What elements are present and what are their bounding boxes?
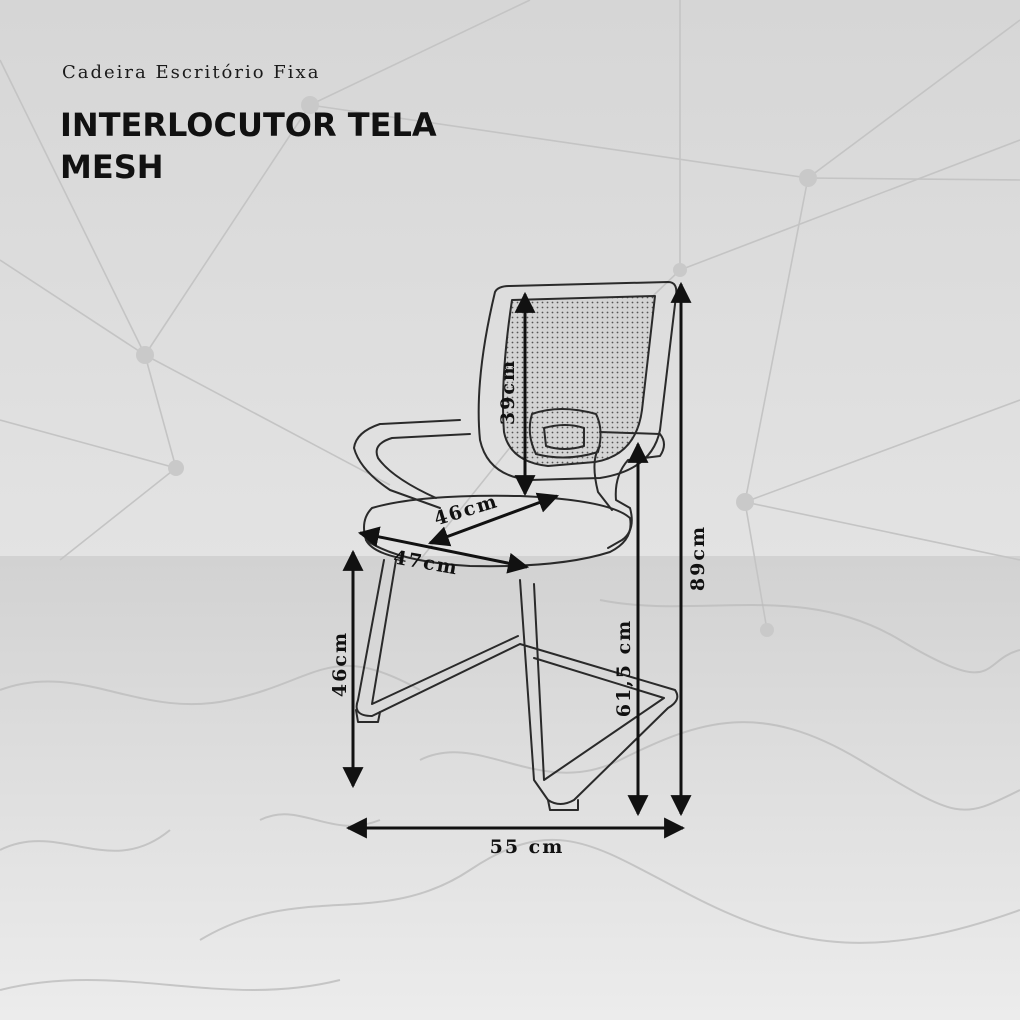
backrest-frame (477, 281, 678, 481)
product-title: INTERLOCUTOR TELA MESH (60, 104, 480, 188)
network-lines (0, 0, 1020, 631)
product-subtitle: Cadeira Escritório Fixa (62, 62, 321, 83)
total-width-label: 55 cm (490, 836, 565, 858)
total-height-label: 89cm (687, 525, 709, 591)
seat-width-arrow (357, 526, 530, 574)
backrest-height-label: 39cm (497, 359, 519, 425)
left-armrest (353, 419, 461, 509)
dimension-arrows (342, 281, 692, 839)
product-title-line-2: MESH (60, 148, 164, 186)
armrest-height-label: 61,5 cm (613, 619, 635, 718)
product-title-line-1: INTERLOCUTOR TELA (60, 106, 437, 144)
seat-height-label: 46cm (329, 631, 351, 697)
